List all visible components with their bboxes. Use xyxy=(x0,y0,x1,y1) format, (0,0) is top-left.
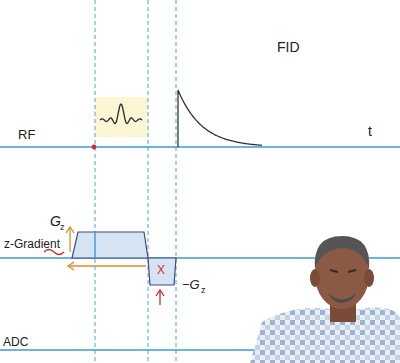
positive-lobe xyxy=(72,232,148,258)
axis-name: RF xyxy=(18,128,35,141)
cross-mark: X xyxy=(157,264,165,276)
axis-name: ADC xyxy=(3,336,28,348)
red-annotations xyxy=(44,145,164,305)
pulse-highlight xyxy=(95,97,148,137)
lobe-divider xyxy=(94,232,95,258)
time-markers xyxy=(95,0,176,363)
axis-name: z-Gradient xyxy=(4,238,60,250)
time-axis: t xyxy=(368,124,372,138)
gradient-subscript: z xyxy=(60,223,65,232)
gradient-symbol: −G xyxy=(182,278,200,291)
gradient-subscript: z xyxy=(201,286,206,295)
orange-annotations xyxy=(66,227,146,270)
fid-curve xyxy=(178,90,262,147)
baselines xyxy=(0,147,400,350)
lecturer xyxy=(250,236,400,363)
gradient-symbol: G xyxy=(50,214,61,228)
rf-waveforms xyxy=(100,90,262,147)
negative-lobe xyxy=(148,258,176,285)
sinc-pulse xyxy=(100,104,142,123)
signal-name: FID xyxy=(277,40,300,54)
